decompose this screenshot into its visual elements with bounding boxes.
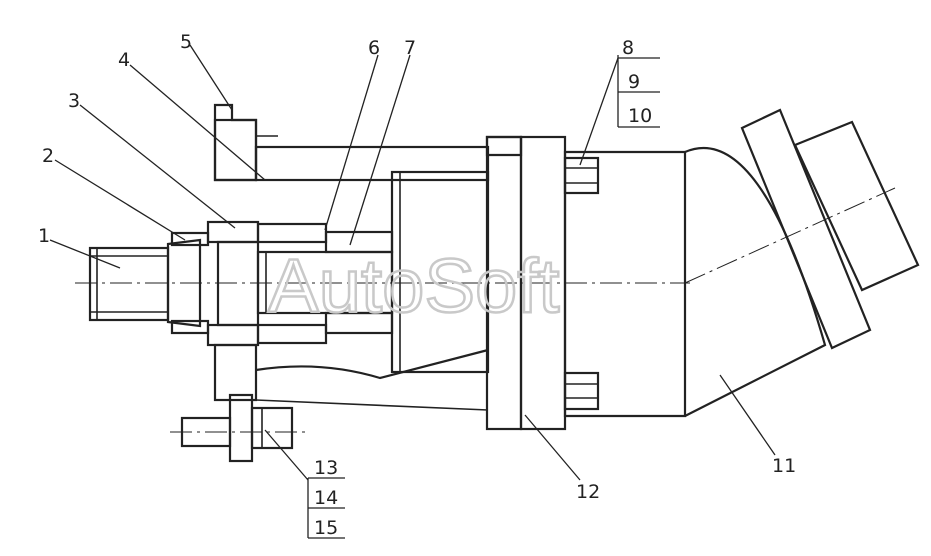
label-14: 14	[314, 487, 338, 509]
label-11: 11	[772, 455, 796, 477]
label-10: 10	[628, 105, 652, 127]
hub-flange	[206, 103, 278, 402]
label-2: 2	[42, 145, 54, 167]
side-bolt	[180, 393, 294, 463]
flange-bolt-bottom	[563, 371, 600, 411]
label-9: 9	[628, 71, 640, 93]
label-6: 6	[368, 37, 380, 59]
label-7: 7	[404, 37, 416, 59]
label-13: 13	[314, 457, 338, 479]
label-12: 12	[576, 481, 600, 503]
shaft	[88, 238, 202, 328]
flange-bolt-top	[563, 156, 600, 195]
label-4: 4	[118, 49, 130, 71]
leader-lines	[49, 44, 776, 539]
label-8: 8	[622, 37, 634, 59]
watermark: AutoSoft	[268, 244, 560, 329]
motor-body	[563, 108, 920, 418]
label-3: 3	[68, 90, 80, 112]
label-15: 15	[314, 517, 338, 539]
motor-axis	[684, 187, 896, 284]
label-1: 1	[38, 225, 50, 247]
label-5: 5	[180, 31, 192, 53]
